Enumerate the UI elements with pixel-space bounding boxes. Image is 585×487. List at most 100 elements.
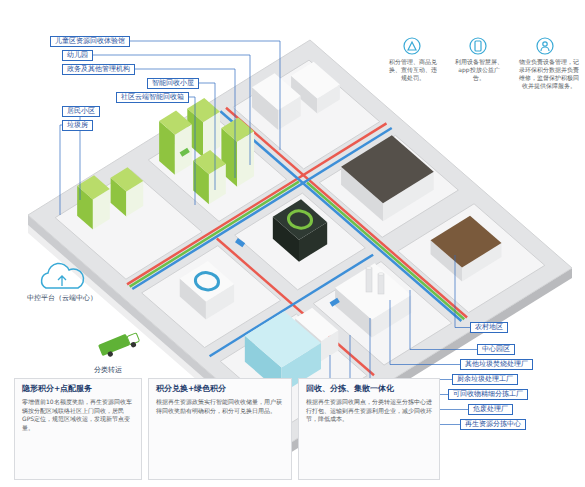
node-body: 根据再生资源政策实行智能回收收储量，用户获得回收奖励有明确积分，积分可兑换日用品…: [156, 398, 284, 415]
building-roof: [245, 311, 321, 367]
blue-pipe: [220, 111, 461, 321]
node-heading: 居民小区: [67, 107, 95, 115]
platform-label: 分类转运: [86, 366, 130, 375]
callout-box: 社区云端智能回收箱: [116, 92, 189, 103]
node-body: 根据再生资源回收网点，分类转运至分拣中心进行打包、运输到再生资源利用企业，减少回…: [306, 398, 432, 424]
info-panel: 隐形积分+点配服务零增值前10名额度奖励，再生资源回收车辆按分配区域联络社区上门…: [14, 378, 142, 480]
building: [111, 167, 144, 216]
small-truck: [330, 298, 340, 307]
building-roof: [221, 118, 254, 142]
callout-box: 厨余垃圾处理工厂: [452, 374, 518, 385]
node-heading: 智能回收小屋: [152, 79, 194, 87]
node-heading: 隐形积分+点配服务: [22, 384, 134, 394]
chimney: [366, 268, 372, 292]
callout-box: 儿童区资源回收体验馆: [50, 36, 130, 47]
leader-line: [60, 41, 280, 150]
chimney-top: [366, 267, 372, 270]
truck-wheel: [107, 351, 114, 358]
node-heading: 积分兑换+绿色积分: [156, 384, 284, 394]
leader-line: [60, 125, 70, 215]
building-roof: [291, 62, 340, 99]
truck-icon: [98, 330, 141, 359]
building: [252, 73, 301, 130]
service-symbol: [541, 47, 549, 51]
service-icon: [537, 38, 553, 54]
node-heading: 政务及其他管理机构: [67, 65, 130, 73]
small-truck: [180, 148, 190, 157]
building: [77, 175, 110, 229]
building: [159, 110, 192, 174]
node-heading: 可回收物精细分拣工厂: [453, 390, 523, 398]
leader-line: [70, 69, 235, 178]
ground-tile: [235, 193, 366, 290]
small-truck: [235, 238, 245, 247]
truck-wheel: [130, 341, 137, 348]
callout-box: 危废处理厂: [468, 404, 513, 415]
service-note: 物业负责设备管理，记录环保积分数据并负责维修，监督保护积极回收并提供保障服务。: [518, 58, 580, 90]
node-heading: 再生资源分拣中心: [465, 420, 521, 428]
callout-box: 垃圾房: [62, 120, 93, 131]
building: [180, 261, 234, 319]
building: [341, 135, 434, 221]
building-roof: [431, 216, 502, 268]
callout-box: 再生资源分拣中心: [460, 419, 526, 430]
node-heading: 儿童区资源回收体验馆: [55, 37, 125, 45]
info-panel: 积分兑换+绿色积分根据再生资源政策实行智能回收收储量，用户获得回收奖励有明确积分…: [148, 378, 292, 480]
callout-box: 政务及其他管理机构: [62, 64, 135, 75]
callout-box: 中心园区: [477, 344, 515, 355]
building: [193, 150, 226, 204]
node-heading: 其他垃圾焚烧处理厂: [465, 360, 528, 368]
callout-box: 智能回收小屋: [147, 78, 199, 89]
callout-box: 其他垃圾焚烧处理厂: [460, 359, 533, 370]
info-panel: 回收、分拣、集散一体化根据再生资源回收网点，分类转运至分拣中心进行打包、运输到再…: [298, 378, 440, 480]
service-symbol: [475, 41, 481, 51]
node-heading: 幼儿园: [67, 51, 88, 59]
building: [335, 263, 411, 337]
leader-line: [410, 290, 477, 350]
building: [221, 118, 254, 187]
leader-line: [125, 97, 195, 205]
building-roof: [111, 167, 144, 191]
building-roof: [193, 150, 226, 174]
building-roof: [180, 261, 234, 301]
service-icon: [470, 38, 486, 54]
node-heading: 垃圾房: [67, 121, 88, 129]
chimney: [378, 274, 384, 294]
ground-tile: [398, 204, 545, 313]
node-heading: 厨余垃圾处理工厂: [457, 375, 513, 383]
service-symbol: [408, 42, 416, 50]
ground-grid: [50, 56, 550, 427]
callout-box: 农村地区: [470, 322, 508, 333]
node-heading: 农村地区: [475, 323, 503, 331]
callout-box: 幼儿园: [62, 50, 93, 61]
service-icon: [404, 38, 420, 54]
recycle-ring: [191, 269, 224, 293]
building-roof: [273, 199, 327, 239]
node-heading: 社区云端智能回收箱: [121, 93, 184, 101]
leader-lines: [60, 41, 477, 425]
service-note: 利用设备智慧屏、app投放公益广告。: [453, 58, 505, 82]
service-note: 积分管理、商品兑换、宣传互动、违规处罚。: [388, 58, 438, 82]
building-roof: [335, 263, 411, 319]
building-roof: [77, 175, 110, 199]
building-roof: [341, 135, 434, 203]
callout-box: 可回收物精细分拣工厂: [448, 389, 528, 400]
service-icons: [404, 38, 553, 54]
callout-box: 居民小区: [62, 106, 100, 117]
node-heading: 危废处理厂: [473, 405, 508, 413]
node-body: 零增值前10名额度奖励，再生资源回收车辆按分配区域联络社区上门回收，居民GPS定…: [22, 398, 134, 432]
truck-body: [98, 334, 130, 356]
building-roof: [252, 73, 301, 110]
service-symbol: [543, 42, 547, 46]
leader-line: [390, 300, 460, 365]
chimney-top: [378, 273, 384, 276]
red-pipe: [217, 238, 374, 375]
building: [431, 216, 502, 282]
leader-line: [370, 318, 452, 380]
upload-arrow: [58, 276, 66, 286]
leader-line: [455, 255, 470, 328]
building-roof: [159, 110, 192, 134]
node-heading: 回收、分拣、集散一体化: [306, 384, 432, 394]
